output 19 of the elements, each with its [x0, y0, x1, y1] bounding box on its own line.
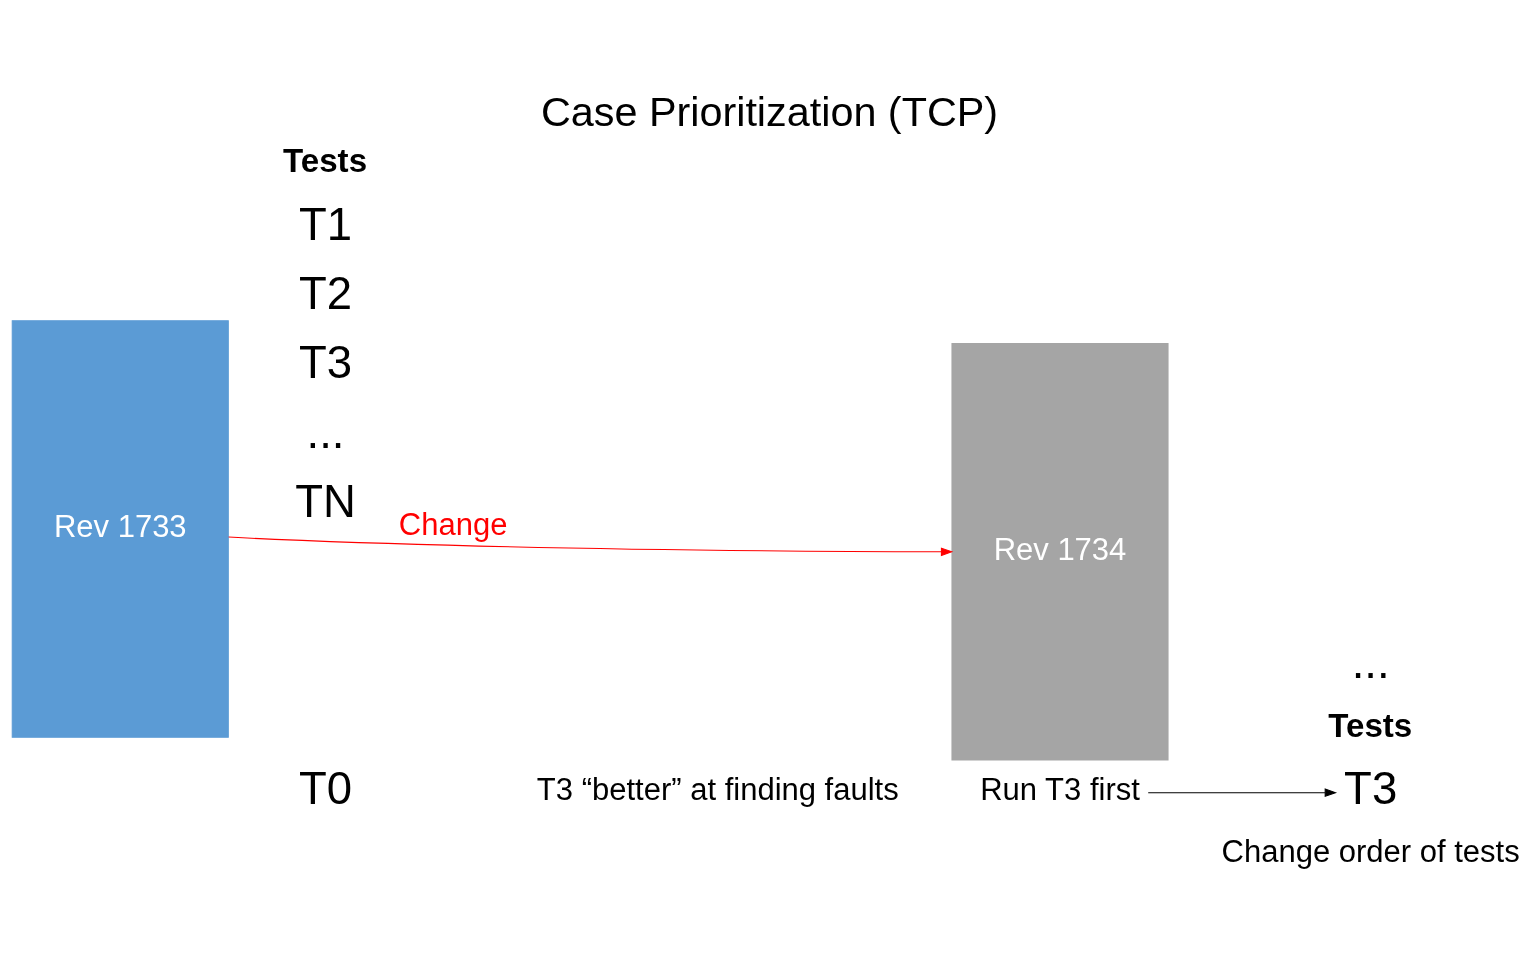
label: Tests	[283, 141, 368, 179]
label: Change order of tests	[1221, 833, 1520, 869]
label: ...	[306, 406, 345, 458]
label: T3 “better” at finding faults	[536, 771, 899, 807]
label: T1	[298, 198, 353, 250]
label: T2	[298, 267, 353, 319]
diagram-title: Case Prioritization (TCP)	[540, 88, 999, 135]
edge-label: Change	[398, 506, 508, 542]
label: Tests	[1328, 706, 1413, 744]
node-box: Rev 1734	[951, 342, 1169, 761]
label: T3	[298, 336, 353, 388]
node-text: T3	[1344, 762, 1398, 814]
arrow	[228, 535, 954, 556]
arrow	[1147, 787, 1338, 797]
label: ...	[1351, 636, 1390, 688]
node-text: Run T3 first	[980, 771, 1140, 807]
label: T0	[298, 762, 353, 814]
node-box: Rev 1733	[11, 319, 229, 738]
label: TN	[295, 475, 356, 527]
